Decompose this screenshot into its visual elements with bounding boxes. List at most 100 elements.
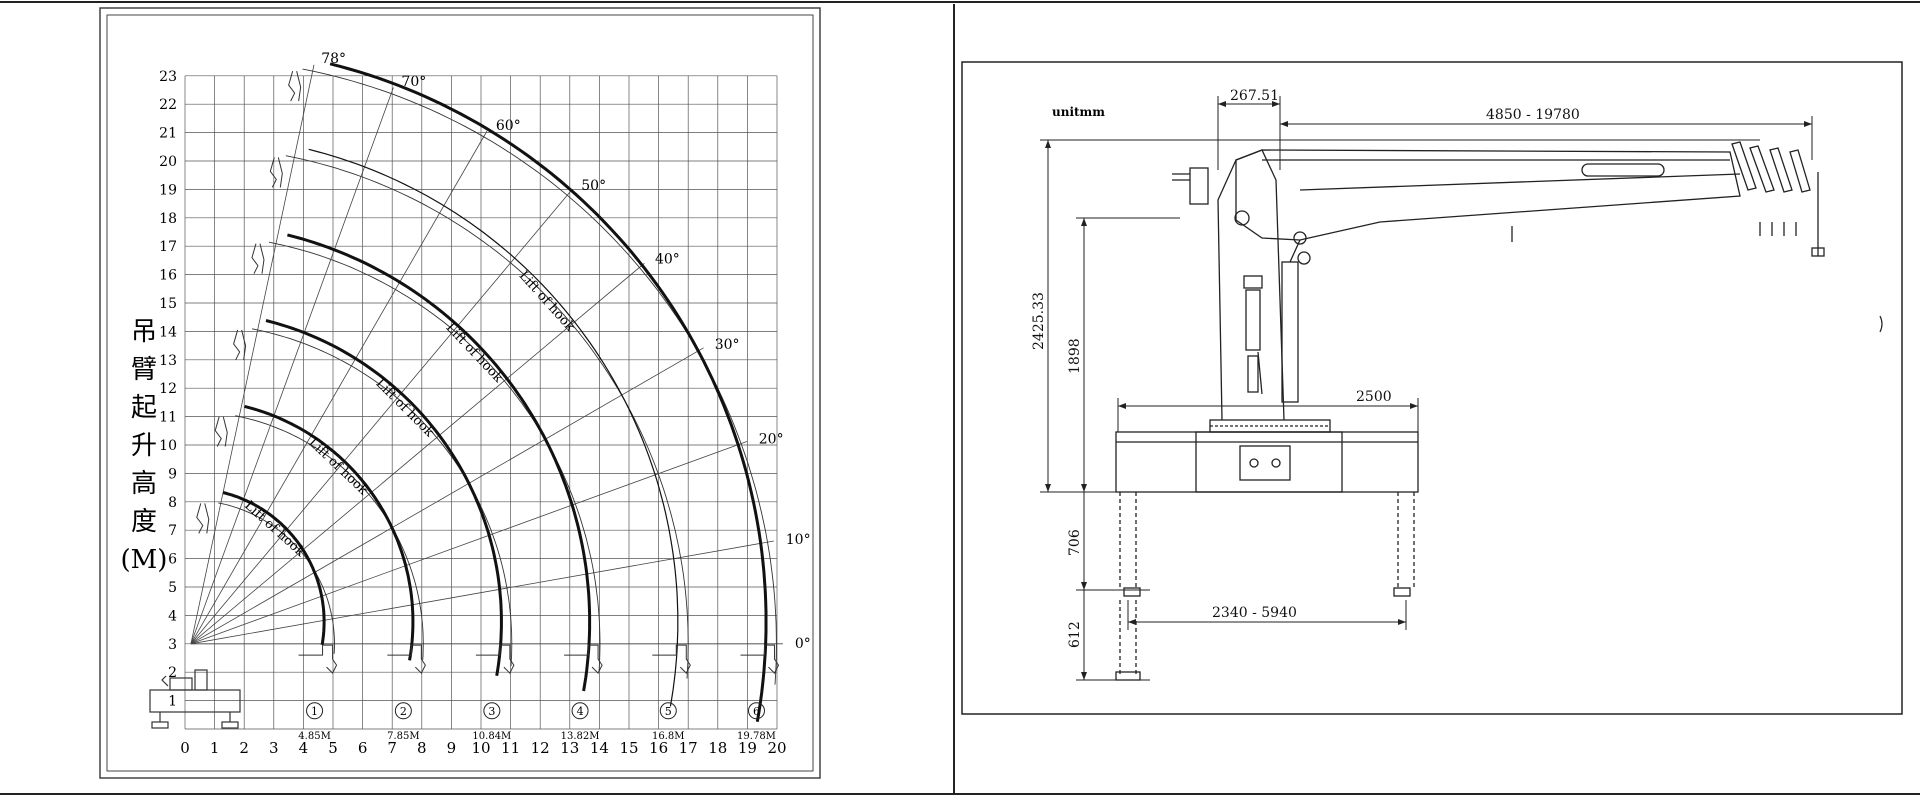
section-marker-number: 4 xyxy=(577,705,584,718)
dim-outrigger-lower: 612 xyxy=(1067,621,1083,648)
y-tick-label: 16 xyxy=(159,268,177,284)
section-marker-circle xyxy=(394,702,412,720)
x-tick-label: 8 xyxy=(417,739,427,757)
hook-icons xyxy=(196,70,780,675)
hook-icon-top xyxy=(288,70,302,102)
x-tick-label: 20 xyxy=(767,739,786,757)
boom-envelope-arc xyxy=(268,241,601,673)
angle-ray xyxy=(190,262,645,645)
x-tick-label: 0 xyxy=(180,739,190,757)
hook-icon-top xyxy=(269,157,283,188)
y-tick-label: 11 xyxy=(159,410,177,426)
chart-inner-frame xyxy=(106,14,814,772)
hook-icon-bottom xyxy=(298,644,338,675)
section-marker-number: 1 xyxy=(311,705,318,718)
crane-base-icon xyxy=(149,669,241,729)
hook-icon-bottom xyxy=(475,644,515,675)
hook-icon-bottom xyxy=(740,644,780,675)
y-axis-label-char: 高 xyxy=(131,469,157,499)
hook-lift-label: Lift of hook xyxy=(516,268,578,334)
hook-lift-label: Lift of hook xyxy=(241,498,307,560)
drawing-sheet xyxy=(980,86,1880,694)
boom-envelope-arc xyxy=(285,155,689,679)
hook-lift-curve xyxy=(265,319,503,676)
section-marker-circle xyxy=(483,702,501,720)
y-tick-label: 3 xyxy=(168,637,177,653)
section-marker-number: 6 xyxy=(753,705,760,718)
x-tick-label: 12 xyxy=(531,739,550,757)
y-axis-label-char: 度 xyxy=(131,507,157,537)
dim-base-width: 2500 xyxy=(1356,389,1392,405)
dim-column-height: 1898 xyxy=(1067,338,1083,374)
hook-icon-bottom xyxy=(387,644,426,675)
section-marker-circle xyxy=(571,702,589,720)
angle-ray xyxy=(190,130,488,644)
boom-tip-sections xyxy=(1731,141,1825,257)
dim-outrigger-span: 2340 - 5940 xyxy=(1212,605,1297,621)
y-tick-label: 19 xyxy=(159,182,177,198)
radius-label: 16.8M xyxy=(652,731,685,742)
y-tick-label: 2 xyxy=(168,665,177,681)
section-marker-circle xyxy=(306,702,324,720)
boom-envelope-arcs xyxy=(218,68,777,685)
radius-label: 4.85M xyxy=(298,731,331,742)
crane-dimension-drawing: unitmm xyxy=(961,61,1903,715)
hook-lift-curve xyxy=(287,233,592,692)
angle-label: 10° xyxy=(786,532,811,548)
x-tick-label: 2 xyxy=(239,739,249,757)
x-tick-label: 16 xyxy=(649,739,668,757)
angle-label: 70° xyxy=(401,74,426,90)
outrigger-legs xyxy=(1119,492,1415,676)
y-tick-label: 15 xyxy=(159,296,177,312)
y-tick-label: 14 xyxy=(159,324,177,340)
hook-lift-label: Lift of hook xyxy=(373,376,437,440)
x-tick-label: 18 xyxy=(708,739,727,757)
y-axis-label-char: 吊 xyxy=(131,317,157,347)
y-tick-label: 21 xyxy=(159,126,177,142)
y-tick-label: 10 xyxy=(159,438,177,454)
dim-total-height: 2425.33 xyxy=(1031,292,1047,350)
y-tick-label: 18 xyxy=(159,211,177,227)
section-marker-circle xyxy=(659,702,677,720)
hook-icon-bottom xyxy=(652,644,691,675)
section-marker-number: 3 xyxy=(488,705,495,718)
y-tick-label: 7 xyxy=(168,523,177,539)
x-tick-label: 4 xyxy=(299,739,309,757)
edge-mark xyxy=(1879,315,1883,333)
y-tick-label: 23 xyxy=(159,69,177,85)
y-tick-label: 9 xyxy=(168,466,177,482)
boom-envelope-arc xyxy=(252,328,513,667)
y-axis-label-char: 起 xyxy=(131,393,157,423)
hook-lift-curve xyxy=(329,62,768,722)
hook-icon-top xyxy=(214,416,228,447)
crane-body xyxy=(1115,141,1825,681)
drawing-frame xyxy=(961,61,1903,715)
angle-ray xyxy=(190,190,572,645)
x-tick-label: 5 xyxy=(328,739,338,757)
x-tick-label: 7 xyxy=(387,739,397,757)
x-tick-label: 9 xyxy=(447,739,457,757)
boom-envelope-arc xyxy=(235,415,424,661)
x-tick-label: 1 xyxy=(210,739,220,757)
section-marker-circle xyxy=(747,702,765,720)
x-tick-label: 19 xyxy=(738,739,757,757)
angle-label: 20° xyxy=(759,431,784,447)
dim-top-small: 267.51 xyxy=(1230,88,1279,104)
angle-label: 0° xyxy=(795,636,811,652)
x-tick-label: 14 xyxy=(590,739,609,757)
boom-angle-rays xyxy=(190,64,783,645)
x-tick-label: 10 xyxy=(471,739,490,757)
x-tick-label: 17 xyxy=(679,739,698,757)
y-tick-label: 4 xyxy=(168,608,177,624)
angle-label: 60° xyxy=(496,118,521,134)
radius-label: 13.82M xyxy=(561,731,600,742)
x-tick-label: 3 xyxy=(269,739,279,757)
y-tick-label: 8 xyxy=(168,495,177,511)
hook-icon-top xyxy=(233,329,247,361)
angle-label: 40° xyxy=(655,251,680,267)
